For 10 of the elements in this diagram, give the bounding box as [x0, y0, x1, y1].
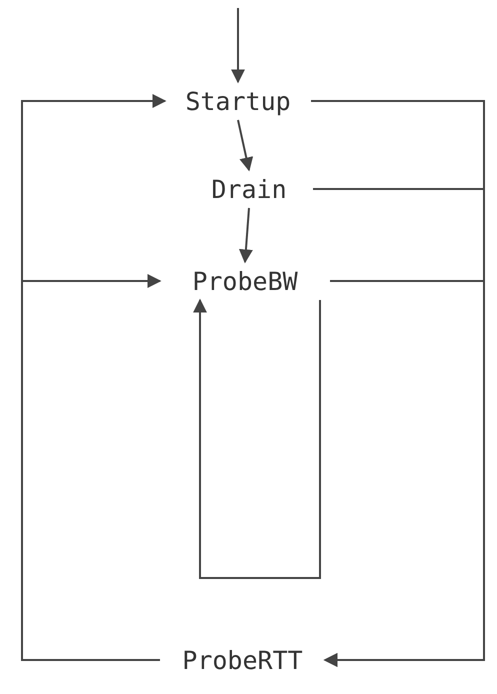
state-label: Startup	[185, 86, 291, 116]
arrow	[237, 120, 254, 172]
arrow	[324, 280, 485, 667]
arrow	[238, 208, 253, 264]
arrow	[193, 298, 321, 579]
arrow	[231, 8, 245, 84]
state-label: Drain	[211, 174, 287, 204]
state-label: ProbeBW	[192, 266, 298, 296]
arrow	[21, 274, 162, 661]
state-label: ProbeRTT	[182, 646, 303, 674]
